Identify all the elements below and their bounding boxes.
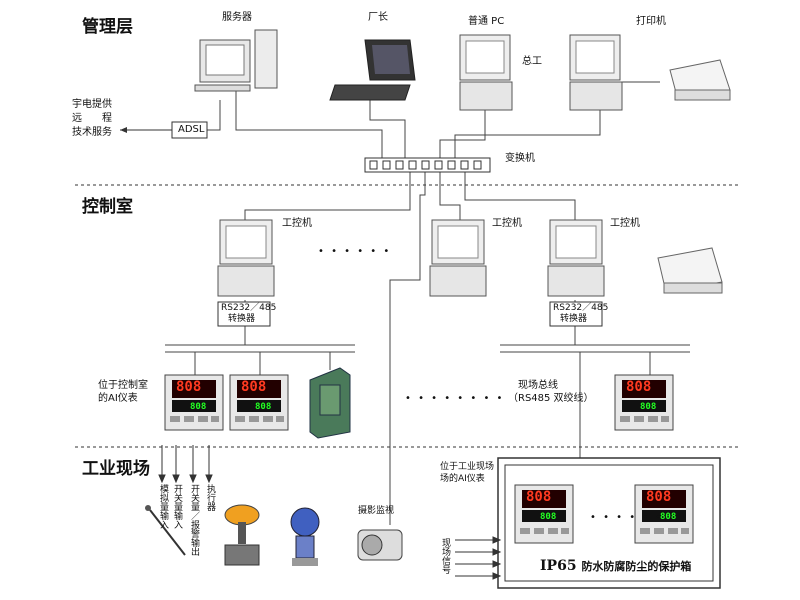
ip65-description: 防水防腐防尘的保护箱 — [581, 560, 692, 573]
zone-label-control: 控制室 — [82, 197, 133, 217]
label-ai-field-1: 位于工业现场 — [440, 462, 495, 472]
label-remote-service-3: 技术服务 — [72, 127, 112, 138]
network-switch — [364, 157, 491, 173]
label-adsl: ADSL — [178, 124, 205, 135]
label-field-bus-1: 现场总线 — [518, 380, 558, 391]
ipc-computer-2 — [429, 219, 487, 297]
meter-3-display: 808 — [626, 379, 652, 395]
label-remote-service-1: 宇电提供 — [72, 99, 112, 110]
label-ipc-3: 工控机 — [610, 218, 640, 229]
ip65-rating: IP65 — [540, 558, 577, 574]
label-converter-1a: RS232／485 — [221, 303, 277, 313]
printer-icon — [669, 59, 731, 101]
meter-5-display: 808 — [646, 489, 672, 505]
label-factory-manager: 厂长 — [368, 12, 388, 23]
meter-1-display: 808 — [176, 379, 202, 395]
label-ordinary-pc: 普通 PC — [468, 16, 505, 27]
label-camera: 摄影监视 — [358, 506, 395, 516]
meter-1-sub: 808 — [190, 402, 207, 412]
label-chief-engineer: 总工 — [522, 56, 542, 67]
actuator-module — [309, 367, 351, 439]
meter-4-sub: 808 — [540, 512, 557, 522]
ai-meter-2 — [229, 374, 289, 431]
label-actuator: 执行器 — [205, 484, 215, 511]
label-switch-input: 开关量输入 — [172, 484, 182, 529]
ellipsis-field-meters: • • • • • • • • — [590, 512, 690, 523]
label-switch: 变换机 — [505, 153, 535, 164]
ellipsis-field-bus: • • • • • • • • — [405, 393, 505, 404]
label-switch-output: 开关量／报警输出 — [189, 484, 199, 556]
label-ai-control-1: 位于控制室 — [98, 380, 148, 391]
zone-label-management: 管理层 — [82, 17, 133, 37]
meter-2-display: 808 — [241, 379, 267, 395]
zone-label-field: 工业现场 — [82, 459, 150, 479]
pc-computer — [459, 34, 513, 111]
ipc-computer-3 — [547, 219, 605, 297]
pressure-transmitter — [290, 507, 320, 566]
label-ai-control-2: 的AI仪表 — [98, 393, 138, 404]
label-server: 服务器 — [222, 12, 252, 23]
label-ipc-1: 工控机 — [282, 218, 312, 229]
ai-meter-field-1 — [514, 484, 574, 544]
label-field-signal: 现场信号 — [440, 538, 450, 574]
ip65-box-title: IP65 防水防腐防尘的保护箱 — [540, 558, 691, 574]
label-ai-field-2: 场的AI仪表 — [440, 474, 485, 484]
laptop-computer — [329, 39, 416, 101]
ai-meter-3 — [614, 374, 674, 431]
ipc-computer-1 — [217, 219, 275, 297]
control-valve — [224, 504, 260, 566]
converter-box-2 — [549, 301, 603, 327]
label-converter-2a: RS232／485 — [553, 303, 609, 313]
printer-pc — [569, 34, 623, 111]
camera-icon — [357, 529, 403, 561]
label-field-bus-2: （RS485 双绞线） — [508, 393, 594, 404]
printer-icon-2 — [657, 247, 723, 294]
ai-meter-1 — [164, 374, 224, 431]
meter-4-display: 808 — [526, 489, 552, 505]
signal-arrows — [158, 445, 213, 484]
label-printer: 打印机 — [636, 16, 666, 27]
meter-3-sub: 808 — [640, 402, 657, 412]
meter-2-sub: 808 — [255, 402, 272, 412]
meter-5-sub: 808 — [660, 512, 677, 522]
ellipsis-control: • • • • • • — [318, 246, 392, 257]
label-ipc-2: 工控机 — [492, 218, 522, 229]
label-converter-2b: 转换器 — [560, 314, 588, 324]
label-analog-input: 模拟量输入 — [158, 484, 168, 529]
label-converter-1b: 转换器 — [228, 314, 256, 324]
label-remote-service-2: 远 程 — [72, 113, 112, 124]
server-computer — [194, 29, 278, 92]
ai-meter-field-2 — [634, 484, 694, 544]
thermocouple-probe — [145, 505, 186, 556]
field-signal-arrows — [455, 536, 502, 580]
converter-box-1 — [217, 301, 271, 327]
